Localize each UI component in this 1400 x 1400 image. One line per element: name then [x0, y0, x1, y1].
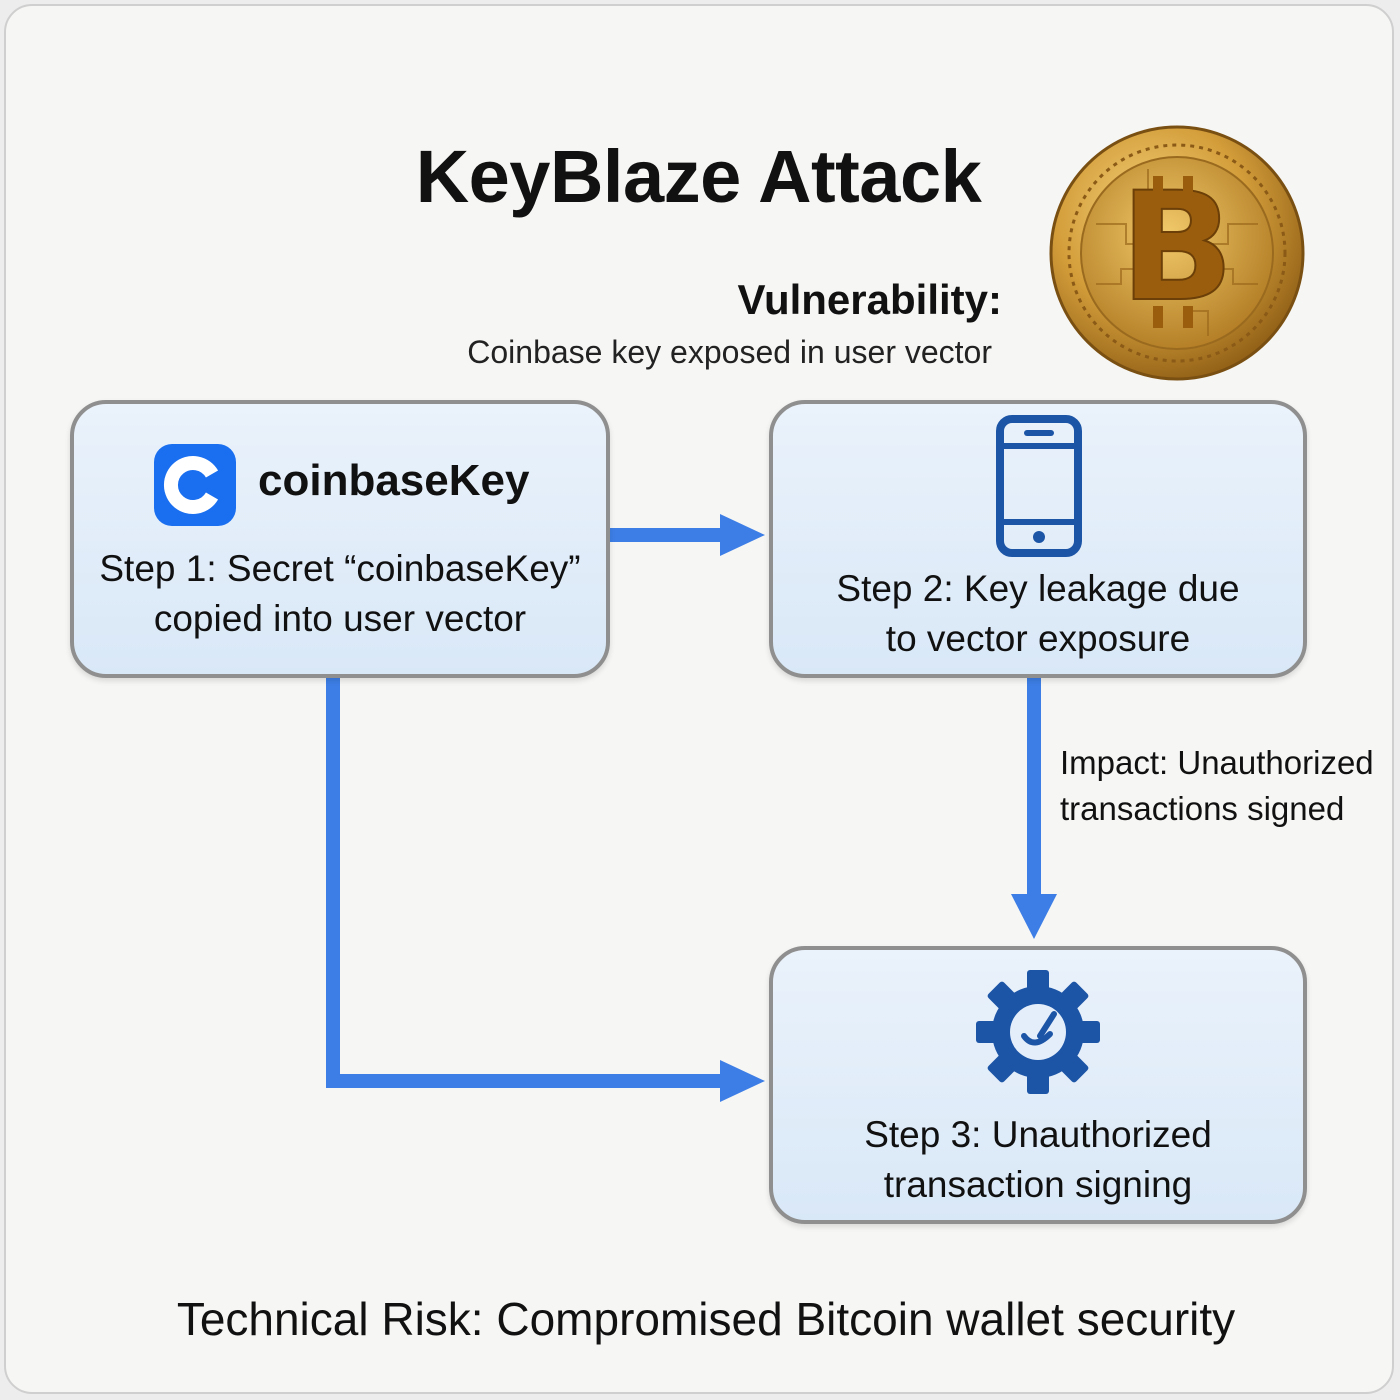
step-2-box: Step 2: Key leakage due to vector exposu… [769, 400, 1307, 678]
step-2-line-1: Step 2: Key leakage due [836, 568, 1240, 609]
smartphone-icon [996, 415, 1082, 557]
connector-layer [326, 514, 1057, 1102]
coinbase-logo-icon [154, 444, 236, 526]
step-3-text: Step 3: Unauthorized transaction signing [773, 1110, 1303, 1210]
step-1-box: coinbaseKey Step 1: Secret “coinbaseKey”… [70, 400, 610, 678]
technical-risk-caption: Technical Risk: Compromised Bitcoin wall… [176, 1293, 1236, 1345]
step-1-line-2: copied into user vector [153, 598, 527, 639]
coinbase-key-label: coinbaseKey [258, 456, 530, 505]
arrow-step1-to-step2 [608, 514, 765, 556]
bitcoin-coin-icon: B [1049, 125, 1305, 381]
step-1-text: Step 1: Secret “coinbaseKey” copied into… [74, 544, 606, 644]
impact-annotation: Impact: Unauthorized transactions signed [1060, 740, 1374, 832]
diagram-frame: KeyBlaze Attack Vulnerability: Coinbase … [4, 4, 1394, 1394]
step-3-line-2: transaction signing [883, 1164, 1193, 1205]
vulnerability-label: Vulnerability: [737, 276, 1003, 323]
impact-line-1: Impact: Unauthorized [1060, 744, 1374, 781]
arrow-step2-to-step3 [1011, 676, 1057, 939]
gear-signature-icon [976, 970, 1100, 1094]
step-1-line-1: Step 1: Secret “coinbaseKey” [99, 548, 581, 589]
step-3-line-1: Step 3: Unauthorized [864, 1114, 1212, 1155]
step-2-text: Step 2: Key leakage due to vector exposu… [773, 564, 1303, 664]
impact-line-2: transactions signed [1060, 790, 1345, 827]
svg-text:B: B [1120, 161, 1234, 335]
arrow-step1-to-step3 [326, 676, 765, 1102]
step-3-box: Step 3: Unauthorized transaction signing [769, 946, 1307, 1224]
diagram-title: KeyBlaze Attack [415, 135, 982, 218]
vulnerability-text: Coinbase key exposed in user vector [467, 334, 992, 370]
step-2-line-2: to vector exposure [885, 618, 1191, 659]
